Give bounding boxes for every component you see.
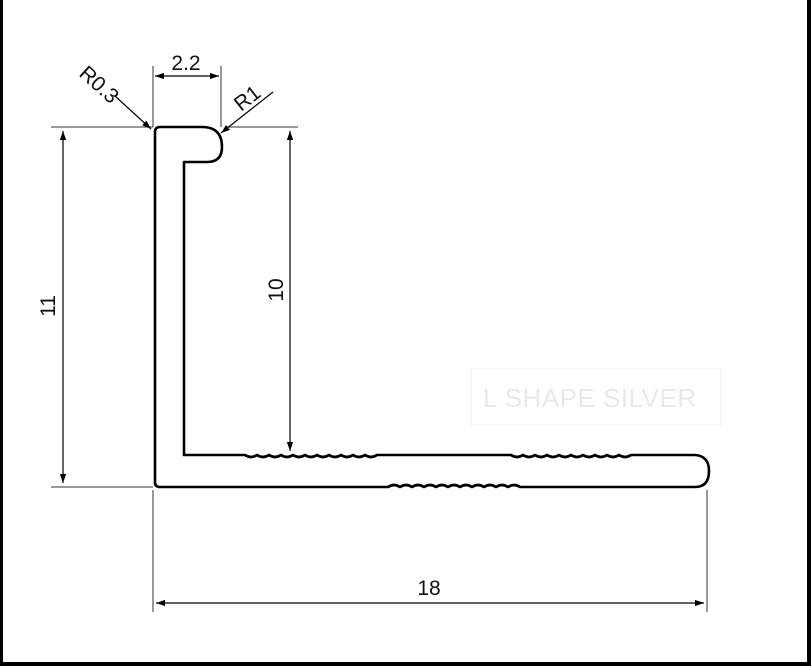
- dim-top-width: 2.2: [171, 52, 200, 75]
- dim-inner-radius: R1: [230, 81, 265, 116]
- leader-outer-radius: [114, 95, 152, 130]
- dim-outer-radius: R0.3: [75, 62, 123, 109]
- leader-inner-radius: [220, 91, 274, 134]
- watermark-text: L SHAPE SILVER: [483, 383, 697, 413]
- technical-drawing: L SHAPE SILVER 2.2 R0.3 R1 11 10 18: [37, 52, 722, 612]
- l-profile-outline: [153, 125, 711, 489]
- dim-total-height: 11: [37, 295, 60, 317]
- watermark-box: [470, 368, 722, 426]
- dim-base-length: 18: [417, 577, 440, 600]
- extension-lines: [51, 66, 708, 612]
- dim-inner-height: 10: [265, 278, 288, 301]
